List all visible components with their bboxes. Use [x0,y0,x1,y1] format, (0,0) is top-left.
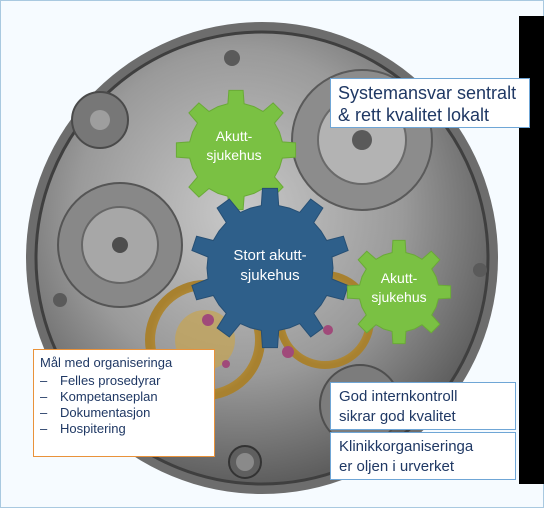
klinikk-line-1: Klinikkorganiseringa [339,437,515,457]
internal-line-1: God internkontroll [339,387,515,407]
gear-center-label-2: sjukehus [240,267,299,284]
clinic-organisation-box: Klinikkorganiseringa er oljen i urverket [330,432,516,480]
goals-title: Mål med organiseringa [40,355,214,371]
internal-line-2: sikrar god kvalitet [339,407,515,427]
gear-right-label-2: sjukehus [371,289,426,305]
jewel [282,346,294,358]
gear-right-label-1: Akutt- [381,270,418,286]
gear-akutt-right: Akutt- sjukehus [347,240,450,343]
system-responsibility-box: Systemansvar sentralt & rett kvalitet lo… [330,78,530,128]
system-line-2: & rett kvalitet lokalt [338,104,529,126]
jewel [323,325,333,335]
gear-top-left-label-2: sjukehus [206,147,261,163]
internal-control-box: God internkontroll sikrar god kvalitet [330,382,516,430]
goals-box: Mål med organiseringa –Felles prosedyrar… [33,349,215,457]
gear-center-label-1: Stort akutt- [233,247,306,264]
goals-list: –Felles prosedyrar –Kompetanseplan –Doku… [40,373,214,437]
goals-list-item: –Felles prosedyrar [40,373,214,389]
goals-list-item: –Hospitering [40,421,214,437]
system-line-1: Systemansvar sentralt [338,82,529,104]
gear-top-left-label-1: Akutt- [216,128,253,144]
klinikk-line-2: er oljen i urverket [339,457,515,477]
goals-list-item: –Dokumentasjon [40,405,214,421]
goals-list-item: –Kompetanseplan [40,389,214,405]
jewel [202,314,214,326]
